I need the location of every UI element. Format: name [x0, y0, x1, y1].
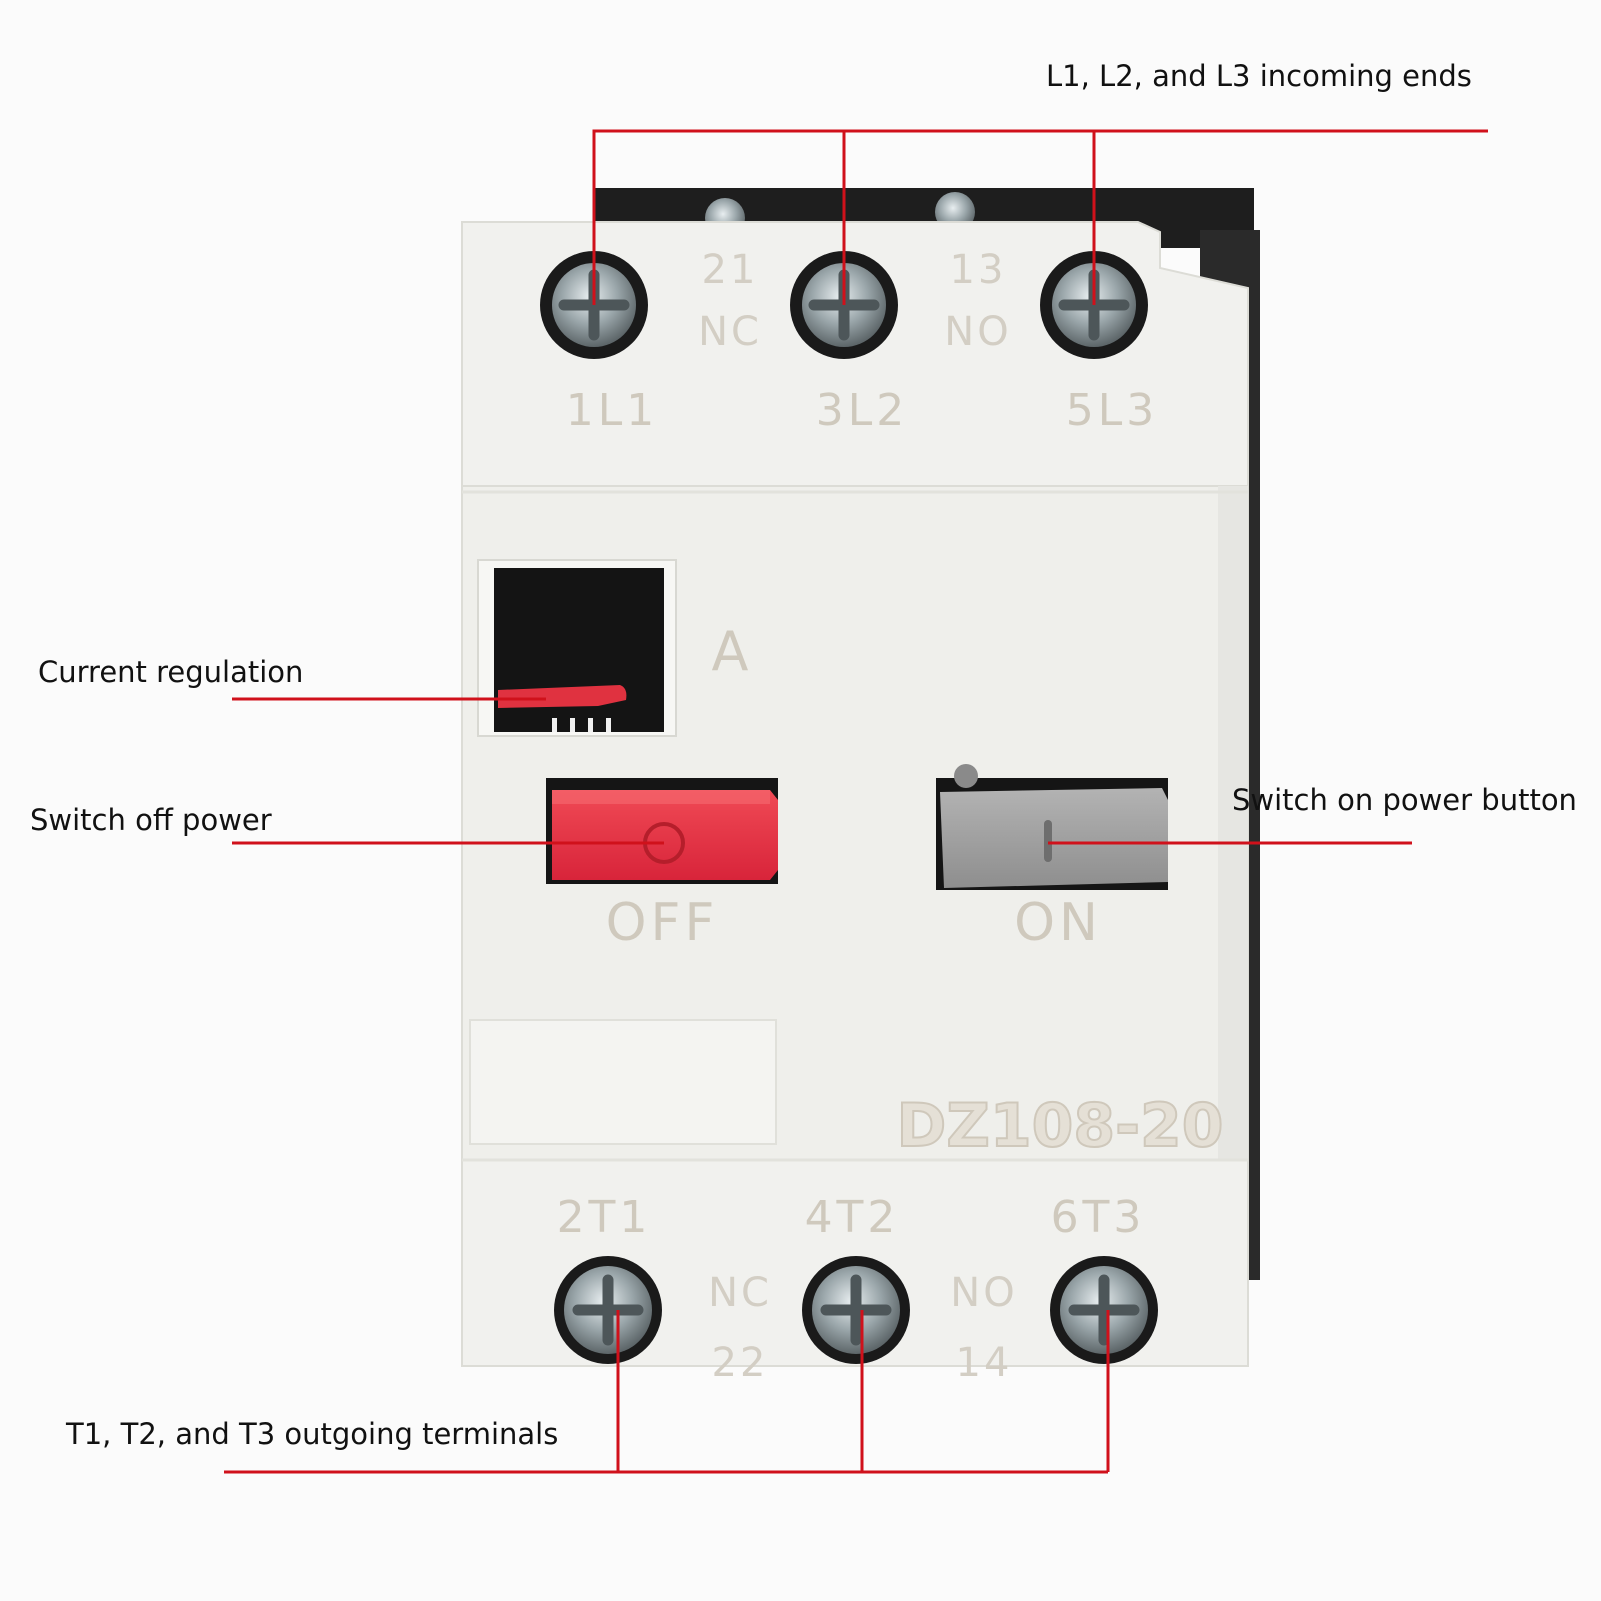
on-label: ON	[1014, 893, 1102, 953]
screw-2T1-icon[interactable]	[554, 1256, 662, 1364]
side-rail	[1218, 486, 1248, 1164]
leader-incoming	[592, 129, 1488, 305]
terminal-label-1L1: 1L1	[566, 385, 659, 436]
terminal-label-2T1: 2T1	[557, 1192, 652, 1243]
callout-switch-off-power: Switch off power	[30, 803, 272, 837]
callout-current-regulation: Current regulation	[38, 655, 304, 689]
callout-switch-on-power: Switch on power button	[1232, 783, 1577, 817]
terminal-label-3L2: 3L2	[816, 385, 909, 436]
aux-type-nc-bottom: NC	[708, 1270, 772, 1316]
off-label: OFF	[606, 893, 719, 953]
off-button[interactable]	[546, 778, 778, 884]
terminal-label-5L3: 5L3	[1066, 385, 1159, 436]
aux-number-22: 22	[712, 1340, 769, 1386]
model-number: DZ108-20	[897, 1091, 1224, 1161]
callout-outgoing-terminals: T1, T2, and T3 outgoing terminals	[66, 1417, 559, 1451]
terminal-label-6T3: 6T3	[1051, 1192, 1146, 1243]
dial-unit-label: A	[712, 620, 753, 683]
label-plate	[469, 1019, 777, 1145]
screw-4T2-icon[interactable]	[802, 1256, 910, 1364]
aux-type-no-bottom: NO	[950, 1270, 1017, 1316]
aux-number-14: 14	[956, 1340, 1013, 1386]
aux-number-13: 13	[950, 247, 1007, 293]
callout-incoming-ends: L1, L2, and L3 incoming ends	[1046, 59, 1472, 93]
leader-lines	[224, 129, 1488, 1474]
current-dial-scale	[552, 718, 611, 732]
screw-6T3-icon[interactable]	[1050, 1256, 1158, 1364]
on-symbol-icon	[1044, 820, 1052, 862]
aux-type-nc-top: NC	[698, 309, 762, 355]
aux-type-no-top: NO	[944, 309, 1011, 355]
leader-outgoing	[224, 1310, 1110, 1474]
terminal-label-4T2: 4T2	[805, 1192, 900, 1243]
current-adjust-knob[interactable]	[498, 685, 627, 708]
aux-number-21: 21	[702, 247, 759, 293]
on-button[interactable]	[936, 764, 1168, 890]
